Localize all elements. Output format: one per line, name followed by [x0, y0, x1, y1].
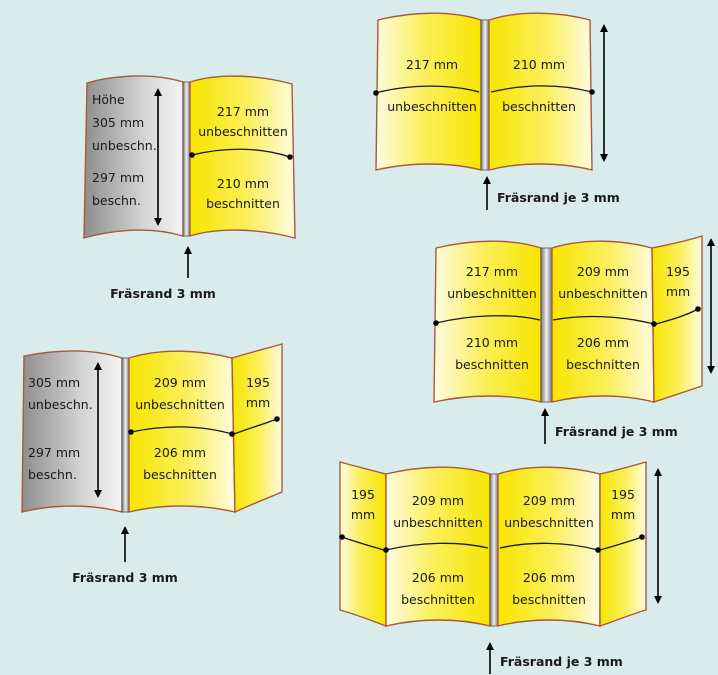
width-value: 206 mm — [154, 445, 206, 460]
spine — [480, 19, 490, 171]
spine — [121, 357, 130, 513]
flap-dimension-line — [233, 418, 278, 435]
height-label: unbeschn. — [28, 397, 93, 412]
width-value: 209 mm — [523, 493, 575, 508]
width-text: unbeschnitten — [504, 515, 594, 530]
flap-value: 195 — [246, 375, 270, 390]
fold-flap — [651, 235, 703, 403]
width-text: unbeschnitten — [393, 515, 483, 530]
diagram-open-spread: 217 mm unbeschnitten 210 mm beschnitten … — [373, 12, 620, 210]
height-label: 297 mm — [28, 445, 80, 460]
height-label: Höhe — [92, 92, 125, 107]
flap-unit: mm — [666, 284, 690, 299]
inner-page — [189, 75, 296, 239]
dimension-endpoint — [639, 534, 645, 540]
height-label: beschn. — [28, 467, 77, 482]
width-dimension-line — [191, 148, 291, 158]
height-label: 297 mm — [92, 170, 144, 185]
flap-unit: mm — [246, 395, 270, 410]
dimension-endpoint — [128, 429, 134, 435]
dimension-endpoint — [274, 416, 280, 422]
width-value: 206 mm — [523, 570, 575, 585]
left-page — [375, 12, 482, 171]
width-value: 209 mm — [412, 493, 464, 508]
fold-flap — [231, 343, 283, 514]
width-value: 210 mm — [217, 176, 269, 191]
width-value: 206 mm — [412, 570, 464, 585]
diagram-spread-with-two-flaps: 195 mm 209 mm unbeschnitten 206 mm besch… — [339, 461, 662, 674]
dimension-endpoint — [339, 534, 345, 540]
flap-value: 195 — [611, 487, 635, 502]
spine — [489, 473, 499, 627]
flap-unit: mm — [611, 507, 635, 522]
height-label: 305 mm — [28, 375, 80, 390]
height-label: unbeschn. — [92, 138, 157, 153]
flap-dimension-line — [341, 536, 385, 551]
width-dimension-line — [374, 85, 480, 94]
right-fold-flap — [599, 461, 647, 627]
width-text: beschnitten — [401, 592, 475, 607]
dimension-endpoint — [595, 547, 601, 553]
spine — [182, 81, 191, 237]
width-value: 209 mm — [577, 264, 629, 279]
width-value: 217 mm — [466, 264, 518, 279]
width-value: 210 mm — [466, 335, 518, 350]
flap-dimension-line — [599, 536, 643, 551]
width-dimension-line — [385, 542, 489, 551]
width-text: unbeschnitten — [447, 286, 537, 301]
width-value: 209 mm — [154, 375, 206, 390]
spine-caption: Fräsrand je 3 mm — [500, 654, 623, 669]
width-text: beschnitten — [502, 99, 576, 114]
flap-value: 195 — [351, 487, 375, 502]
flap-unit: mm — [351, 507, 375, 522]
spine-caption: Fräsrand je 3 mm — [555, 424, 678, 439]
left-page — [385, 466, 491, 627]
spine-caption: Fräsrand je 3 mm — [497, 190, 620, 205]
dimension-endpoint — [287, 154, 293, 160]
flap-value: 195 — [666, 264, 690, 279]
width-dimension-line — [499, 542, 599, 551]
width-value: 217 mm — [217, 104, 269, 119]
width-text: unbeschnitten — [558, 286, 648, 301]
dimension-endpoint — [373, 90, 379, 96]
width-text: beschnitten — [206, 196, 280, 211]
width-value: 206 mm — [577, 335, 629, 350]
dimension-endpoint — [695, 306, 701, 312]
dimension-endpoint — [383, 547, 389, 553]
dimension-endpoint — [189, 152, 195, 158]
width-text: beschnitten — [455, 357, 529, 372]
spine — [540, 247, 553, 403]
width-dimension-line — [130, 426, 233, 435]
left-page — [433, 240, 542, 403]
width-text: beschnitten — [566, 357, 640, 372]
height-label: 305 mm — [92, 115, 144, 130]
diagram-brochure-4-pages: Höhe 305 mm unbeschn. 297 mm beschn. 217… — [83, 75, 296, 301]
width-value: 210 mm — [513, 57, 565, 72]
height-label: beschn. — [92, 193, 141, 208]
width-dimension-line — [435, 315, 541, 324]
width-text: unbeschnitten — [198, 124, 288, 139]
dimension-endpoint — [651, 321, 657, 327]
width-value: 217 mm — [406, 57, 458, 72]
diagram-spread-with-flap: 217 mm unbeschnitten 210 mm beschnitten … — [433, 235, 715, 444]
dimension-endpoint — [229, 431, 235, 437]
spine-caption: Fräsrand 3 mm — [110, 286, 216, 301]
right-page — [488, 12, 593, 171]
width-text: beschnitten — [512, 592, 586, 607]
width-dimension-line — [552, 315, 655, 325]
dimension-endpoint — [433, 320, 439, 326]
dimension-endpoint — [589, 89, 595, 95]
spine-caption: Fräsrand 3 mm — [72, 570, 178, 585]
width-dimension-line — [490, 85, 593, 93]
width-text: beschnitten — [143, 467, 217, 482]
diagram-cover-with-flap: 305 mm unbeschn. 297 mm beschn. 209 mm u… — [21, 343, 283, 585]
width-text: unbeschnitten — [387, 99, 477, 114]
flap-dimension-line — [655, 308, 699, 325]
width-text: unbeschnitten — [135, 397, 225, 412]
